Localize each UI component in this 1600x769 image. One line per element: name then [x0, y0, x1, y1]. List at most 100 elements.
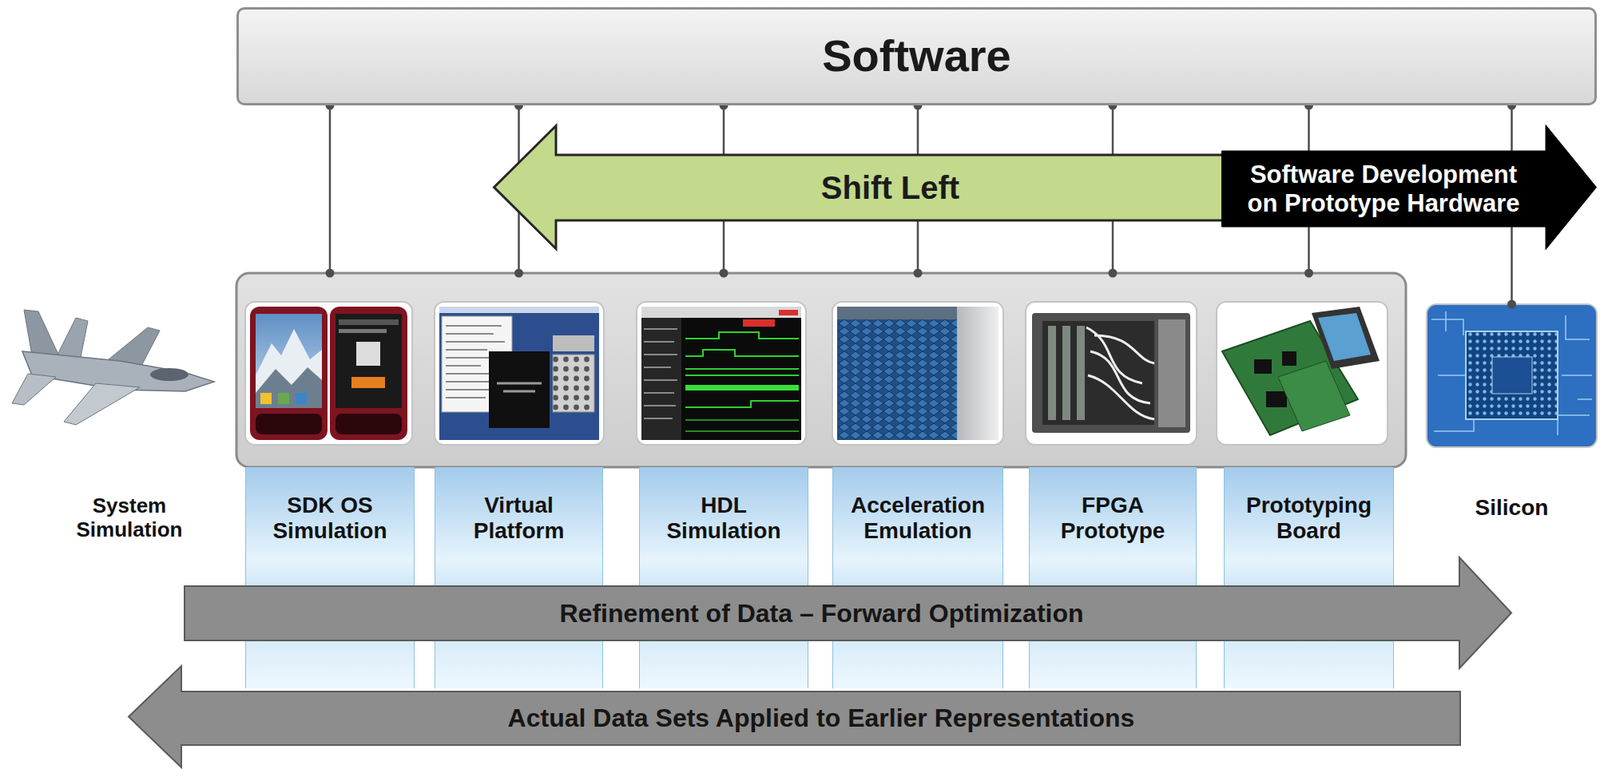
waveform-picture [742, 319, 775, 327]
waveform-picture [636, 301, 806, 445]
waveform-picture [641, 306, 802, 318]
shift-left-arrow: Shift Left [492, 124, 1225, 251]
waveform-picture [685, 400, 799, 408]
fpga-picture [1048, 325, 1057, 421]
phone-picture [255, 329, 322, 409]
jet-picture [11, 373, 56, 405]
virtual-platform-picture [552, 354, 595, 413]
phone-picture [335, 313, 402, 409]
board-picture [1318, 313, 1371, 362]
virtual-platform-picture [434, 301, 604, 445]
column-band: Virtual Platform [434, 467, 604, 689]
phone-picture [250, 306, 328, 441]
phone-picture [255, 413, 322, 435]
virtual-platform-picture [434, 301, 604, 445]
virtual-platform-picture [496, 383, 542, 392]
phone-picture [338, 319, 399, 326]
emulator-picture [956, 306, 999, 441]
emulator-picture [832, 301, 1004, 445]
side-label-area: System Simulation [63, 494, 196, 543]
node-text: Acceleration Emulation [845, 492, 989, 544]
feedback-arrow: Actual Data Sets Applied to Earlier Repr… [127, 665, 1462, 769]
board-picture [1254, 359, 1272, 374]
board-picture [1216, 301, 1388, 445]
arrow-label-area: Software Development on Prototype Hardwa… [1221, 150, 1546, 227]
phone-picture [338, 329, 387, 334]
fpga-picture [1158, 319, 1186, 428]
board-picture [1266, 391, 1287, 408]
chip-picture [1465, 331, 1558, 420]
node-text: Refinement of Data – Forward Optimizatio… [559, 599, 1084, 629]
connector-line [329, 105, 332, 274]
node-text: SDK OS Simulation [258, 492, 401, 544]
board-picture [1282, 351, 1297, 366]
fpga-picture [1062, 325, 1071, 421]
fpga-picture [1042, 321, 1155, 425]
fpga-picture [1025, 301, 1197, 445]
jet-picture [11, 309, 215, 425]
virtual-platform-picture [439, 306, 600, 441]
virtual-platform-picture [488, 351, 550, 429]
node-text: Shift Left [821, 169, 960, 207]
chip-picture [1426, 304, 1597, 448]
waveform-picture [641, 306, 802, 441]
waveform-picture [685, 369, 799, 376]
node-text: FPGA Prototype [1040, 492, 1184, 544]
column-band: FPGA Prototype [1028, 467, 1197, 689]
node-text: HDL Simulation [651, 492, 795, 544]
node-text: Prototyping Board [1237, 492, 1381, 544]
software-bar: Software [236, 7, 1597, 106]
phone-picture [255, 367, 322, 409]
phone-picture [245, 301, 413, 445]
jet-picture [63, 383, 140, 425]
silicon-label-area: Silicon [1426, 495, 1597, 521]
arrow-outline [128, 666, 1461, 768]
waveform-picture [643, 329, 678, 419]
jet-picture [55, 317, 88, 362]
fpga-picture [1076, 325, 1085, 421]
phone-picture [245, 301, 413, 445]
board-picture [1278, 361, 1350, 432]
phone-picture [329, 306, 408, 441]
column-band: SDK OS Simulation [245, 467, 415, 689]
node-text: Actual Data Sets Applied to Earlier Repr… [508, 703, 1136, 734]
waveform-picture [685, 332, 799, 339]
phone-picture [277, 393, 290, 405]
chip-picture [1492, 357, 1533, 394]
arrow-outline [184, 557, 1512, 669]
waveform-picture [685, 420, 799, 432]
column-band: Acceleration Emulation [832, 467, 1004, 689]
emulator-picture [832, 301, 1004, 445]
emulator-picture [837, 317, 957, 441]
node-text: Virtual Platform [447, 492, 591, 544]
tool-panel [236, 273, 1406, 468]
waveform-picture [636, 301, 806, 445]
fpga-picture [1025, 301, 1197, 445]
waveform-picture [685, 349, 799, 357]
board-picture [1311, 306, 1380, 370]
arrow-label-area: Shift Left [555, 154, 1225, 221]
phone-picture [335, 413, 402, 435]
arrow-label-area: Refinement of Data – Forward Optimizatio… [183, 586, 1460, 641]
hardware-arrow: Software Development on Prototype Hardwa… [1221, 124, 1597, 251]
phone-picture [260, 393, 272, 405]
virtual-platform-picture [439, 306, 600, 314]
column-band: HDL Simulation [639, 467, 809, 689]
waveform-picture [641, 317, 682, 441]
node-text: Silicon [1475, 495, 1549, 521]
jet-picture [23, 309, 60, 358]
chip-picture [1431, 311, 1593, 436]
fpga-picture [1032, 313, 1191, 433]
chip-picture [1426, 304, 1597, 448]
fpga-picture [1086, 327, 1155, 420]
board-picture [1216, 301, 1388, 445]
virtual-platform-picture [552, 335, 595, 352]
tool-panel [236, 273, 1406, 468]
waveform-picture [778, 309, 799, 316]
phone-picture [351, 377, 386, 389]
phone-picture [295, 393, 307, 405]
arrow-outline [494, 126, 1224, 250]
phone-picture [356, 341, 381, 366]
